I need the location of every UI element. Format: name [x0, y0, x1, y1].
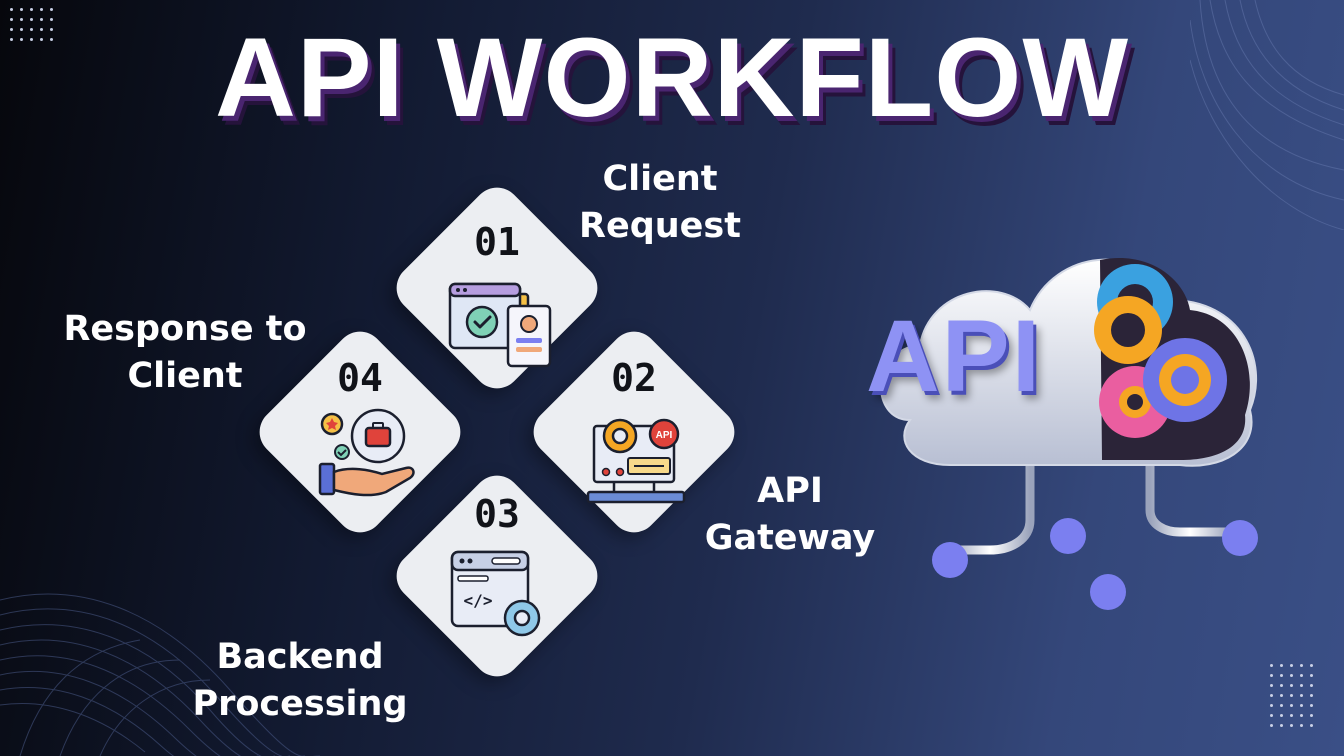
step-02-number: 02 [611, 356, 657, 400]
step-02-label: API Gateway [690, 468, 890, 562]
svg-text:</>: </> [464, 591, 493, 610]
dot-grid-bottom-right [1270, 664, 1320, 734]
api-gear-icon: API [586, 418, 686, 504]
step-03-label-line1: Backend [216, 637, 384, 677]
page-title: API WORKFLOW [214, 15, 1130, 140]
code-window-gear-icon: </> [450, 550, 541, 637]
step-02-label-line1: API [757, 471, 823, 511]
cloud-gears-icon [880, 258, 1258, 610]
step-01-number: 01 [474, 220, 520, 264]
step-03-number: 03 [474, 492, 520, 536]
step-03-label: Backend Processing [175, 634, 425, 728]
hand-briefcase-gear-icon [318, 408, 415, 497]
step-03-label-line2: Processing [192, 684, 408, 724]
step-04-label: Response to Client [40, 306, 330, 400]
browser-profile-check-icon [448, 282, 552, 368]
mesh-wave-top-right [1190, 0, 1344, 230]
svg-text:API: API [656, 430, 673, 441]
step-01-label-line2: Request [579, 206, 741, 246]
step-04-label-line2: Client [127, 356, 243, 396]
mesh-wave-bottom-left [0, 593, 320, 756]
dot-grid-top-left [10, 8, 60, 48]
step-01-label-line1: Client [602, 159, 718, 199]
step-01-label: Client Request [560, 156, 760, 250]
step-04-number: 04 [337, 356, 383, 400]
step-04-label-line1: Response to [63, 309, 307, 349]
cloud-api-label: API [866, 299, 1043, 413]
step-02-label-line2: Gateway [704, 518, 876, 558]
